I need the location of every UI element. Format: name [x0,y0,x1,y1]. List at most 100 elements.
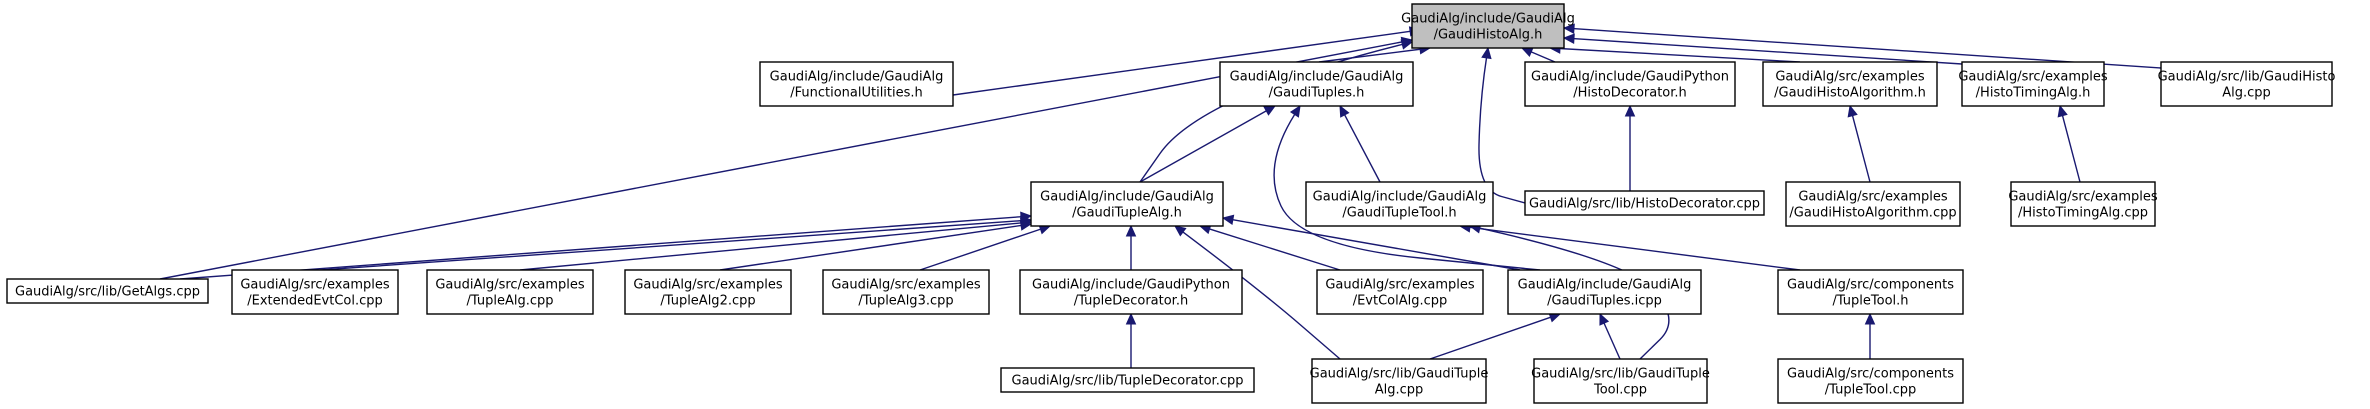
node-gaudituplettool_h[interactable]: GaudiAlg/include/GaudiAlg/GaudiTupleTool… [1305,181,1494,227]
node-label-line: GaudiAlg/src/components [1787,278,1954,293]
node-label-line: GaudiAlg/include/GaudiAlg [1230,70,1404,85]
edge-gaudituplealg_cpp-to-gaudituplealg_h [1174,225,1341,360]
node-gaudihistoalg_cpp[interactable]: GaudiAlg/src/lib/GaudiHistoAlg.cpp [2158,61,2336,107]
node-label-line: Alg.cpp [2222,86,2271,101]
node-label-line: /TupleAlg3.cpp [858,294,953,309]
edge-line [1603,321,1621,360]
node-label-line: Alg.cpp [1375,383,1424,398]
node-box [1533,358,1708,404]
node-functional[interactable]: GaudiAlg/include/GaudiAlg/FunctionalUtil… [759,61,954,107]
edge-line [1318,48,1422,63]
edge-tupletool_h-to-gaudituplettool_h [1458,222,1801,271]
node-label-line: /TupleAlg.cpp [467,294,554,309]
arrow-head [1263,105,1277,116]
arrow-head [1624,104,1636,117]
node-label-line: GaudiAlg/include/GaudiPython [1032,278,1230,293]
edge-line [1530,50,1556,63]
node-box [1030,181,1224,227]
node-histodecorator_h[interactable]: GaudiAlg/include/GaudiPython/HistoDecora… [1524,61,1736,107]
node-gaudituples_icpp[interactable]: GaudiAlg/include/GaudiAlg/GaudiTuples.ic… [1507,269,1702,315]
node-label-line: GaudiAlg/include/GaudiAlg [1040,190,1214,205]
arrow-head [1562,33,1575,44]
node-box [822,269,990,315]
node-label-line: /TupleAlg2.cpp [660,294,755,309]
node-box [2160,61,2333,107]
node-label-line: /HistoTimingAlg.cpp [2018,206,2148,221]
edge-line [1343,113,1381,183]
arrow-head [1125,224,1137,237]
node-box [1316,269,1484,315]
edge-line [519,222,1023,271]
node-box [1777,358,1964,404]
node-tupletool_h[interactable]: GaudiAlg/src/components/TupleTool.h [1777,269,1964,315]
node-label-line: GaudiAlg/include/GaudiAlg [1518,278,1692,293]
edge-gaudihistoalgorithm_cpp-to-gaudihistoalgorithm_h [1847,104,1871,183]
node-gaudituples_h[interactable]: GaudiAlg/include/GaudiAlg/GaudiTuples.h [1219,61,1414,107]
node-histodecorator_cpp[interactable]: GaudiAlg/src/lib/HistoDecorator.cpp [1524,190,1765,216]
node-label-line: GaudiAlg/src/examples [1775,70,1925,85]
node-histotimingalg_h[interactable]: GaudiAlg/src/examples/HistoTimingAlg.h [1958,61,2108,107]
arrow-head [1221,214,1235,226]
node-extendedevtcol[interactable]: GaudiAlg/src/examples/ExtendedEvtCol.cpp [231,269,399,315]
node-label-line: GaudiAlg/include/GaudiAlg [770,70,944,85]
edge-histotimingalg_h-to-root [1562,33,1963,65]
edge-getalgs-to-gaudituplealg_h [179,211,1033,280]
node-histotimingalg_cpp[interactable]: GaudiAlg/src/examples/HistoTimingAlg.cpp [2008,181,2158,227]
node-gaudituplealg_cpp[interactable]: GaudiAlg/src/lib/GaudiTupleAlg.cpp [1310,358,1489,404]
arrow-head [1562,23,1575,34]
arrow-head [1019,220,1033,231]
node-label-line: /GaudiHistoAlg.h [1434,28,1543,43]
node-label-line: GaudiAlg/include/GaudiPython [1531,70,1729,85]
node-label-line: /GaudiHistoAlgorithm.cpp [1789,206,1956,221]
edge-tupledecorator_cpp-to-tupledecorator_h [1125,312,1137,368]
edge-gaudituples_icpp-to-gaudituplealg_h [1221,214,1521,271]
arrow-head [2057,104,2068,118]
edge-line [1429,316,1552,360]
edge-histotimingalg_cpp-to-histotimingalg_h [2057,104,2081,183]
arrow-head [1339,104,1350,118]
node-label-line: GaudiAlg/src/examples [240,278,390,293]
node-box [1311,358,1487,404]
edge-line [1181,230,1341,360]
node-getalgs[interactable]: GaudiAlg/src/lib/GetAlgs.cpp [6,278,209,304]
node-gaudihistoalgorithm_cpp[interactable]: GaudiAlg/src/examples/GaudiHistoAlgorith… [1785,181,1961,227]
node-label-line: /GaudiTuples.icpp [1547,294,1662,309]
node-label-line: /HistoTimingAlg.h [1976,86,2091,101]
nodes-layer: GaudiAlg/include/GaudiAlg/GaudiHistoAlg.… [6,3,2336,404]
edge-histodecorator_h-to-root [1520,47,1556,63]
node-gaudihistoalgorithm_h[interactable]: GaudiAlg/src/examples/GaudiHistoAlgorith… [1762,61,1938,107]
node-label-line: /TupleDecorator.h [1074,294,1188,309]
node-label-line: GaudiAlg/include/GaudiAlg [1401,12,1575,27]
node-label-line: GaudiAlg/src/examples [831,278,981,293]
node-box [1961,61,2105,107]
edge-tupledecorator_h-to-gaudituplealg_h [1125,224,1137,270]
node-evtcolalg[interactable]: GaudiAlg/src/examples/EvtColAlg.cpp [1316,269,1484,315]
edge-line [1851,114,1871,183]
node-tuplealg2[interactable]: GaudiAlg/src/examples/TupleAlg2.cpp [624,269,792,315]
node-tupledecorator_h[interactable]: GaudiAlg/include/GaudiPython/TupleDecora… [1019,269,1243,315]
node-tuplealg3[interactable]: GaudiAlg/src/examples/TupleAlg3.cpp [822,269,990,315]
node-box [1305,181,1494,227]
edge-line [1558,47,1801,63]
node-root[interactable]: GaudiAlg/include/GaudiAlg/GaudiHistoAlg.… [1401,3,1575,49]
node-box [426,269,594,315]
node-label-line: /GaudiTupleAlg.h [1072,206,1182,221]
node-gaudituplettool_cpp[interactable]: GaudiAlg/src/lib/GaudiTupleTool.cpp [1531,358,1710,404]
node-box [6,278,209,304]
node-box [1777,269,1964,315]
node-label-line: Tool.cpp [1593,383,1647,398]
node-label-line: /TupleTool.cpp [1825,383,1916,398]
node-label-line: GaudiAlg/src/lib/GaudiTuple [1531,367,1710,382]
node-label-line: GaudiAlg/src/examples [435,278,585,293]
node-tupletool_cpp[interactable]: GaudiAlg/src/components/TupleTool.cpp [1777,358,1964,404]
node-box [759,61,954,107]
edge-line [952,30,1412,96]
node-label-line: /GaudiHistoAlgorithm.h [1774,86,1926,101]
node-label-line: /FunctionalUtilities.h [790,86,923,101]
node-label-line: GaudiAlg/src/examples [633,278,783,293]
node-gaudituplealg_h[interactable]: GaudiAlg/include/GaudiAlg/GaudiTupleAlg.… [1030,181,1224,227]
node-tuplealg[interactable]: GaudiAlg/src/examples/TupleAlg.cpp [426,269,594,315]
node-tupledecorator_cpp[interactable]: GaudiAlg/src/lib/TupleDecorator.cpp [1000,367,1255,393]
node-label-line: GaudiAlg/src/examples [2008,190,2158,205]
